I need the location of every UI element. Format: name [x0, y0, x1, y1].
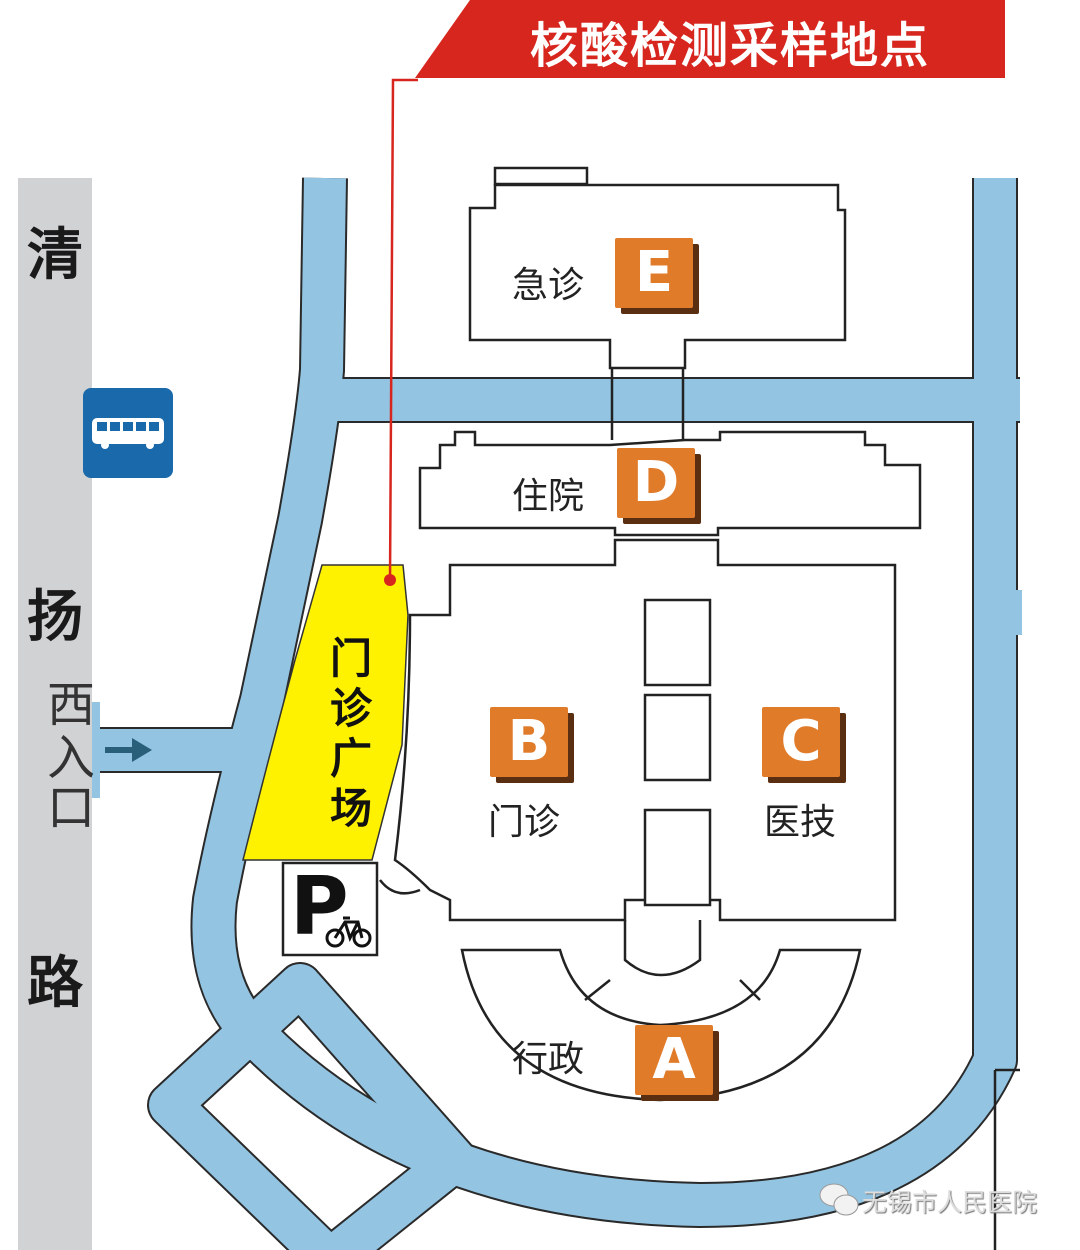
road-name-char: 扬: [27, 585, 83, 650]
qingyang-road: [18, 178, 92, 1250]
west-entrance-char: 入: [46, 730, 95, 786]
bicycle-icon: [325, 916, 372, 948]
building-d-name: 住院: [512, 476, 585, 517]
building-b-name: 门诊: [488, 802, 561, 843]
building-e-badge: E: [615, 238, 693, 308]
plaza-name-char: 场: [329, 784, 372, 833]
top-structure: [493, 166, 589, 186]
courtyard-2: [643, 693, 712, 782]
road-name-char: 路: [27, 951, 83, 1016]
watermark: 无锡市人民医院: [862, 1188, 1038, 1217]
callout-title: 核酸检测采样地点: [529, 18, 930, 74]
wechat-icon: [819, 1183, 859, 1216]
callout-line: [388, 78, 418, 581]
building-c-name: 医技: [764, 802, 837, 843]
plaza-name-char: 诊: [329, 684, 372, 733]
building-a-name: 行政: [512, 1039, 585, 1080]
west-entrance-char: 口: [46, 780, 95, 836]
west-entrance-char: 西: [46, 677, 95, 733]
building-b-badge: B: [490, 707, 568, 777]
courtyard-1: [643, 598, 712, 687]
building-e-name: 急诊: [512, 265, 585, 306]
building-c-badge: C: [762, 707, 840, 777]
building-d-badge: D: [617, 448, 695, 518]
callout-banner: [415, 0, 1005, 78]
plaza-name-char: 广: [329, 734, 372, 783]
road-name-char: 清: [27, 223, 83, 288]
building-a-badge: A: [635, 1025, 713, 1095]
location-dot: [384, 574, 396, 586]
bus-stop-icon: [83, 388, 173, 478]
parking-label: P: [290, 860, 349, 953]
plaza-name-char: 门: [329, 634, 372, 683]
bicycle-parking: [281, 861, 379, 957]
courtyard-3: [643, 808, 712, 907]
outpatient-plaza: [242, 564, 409, 861]
